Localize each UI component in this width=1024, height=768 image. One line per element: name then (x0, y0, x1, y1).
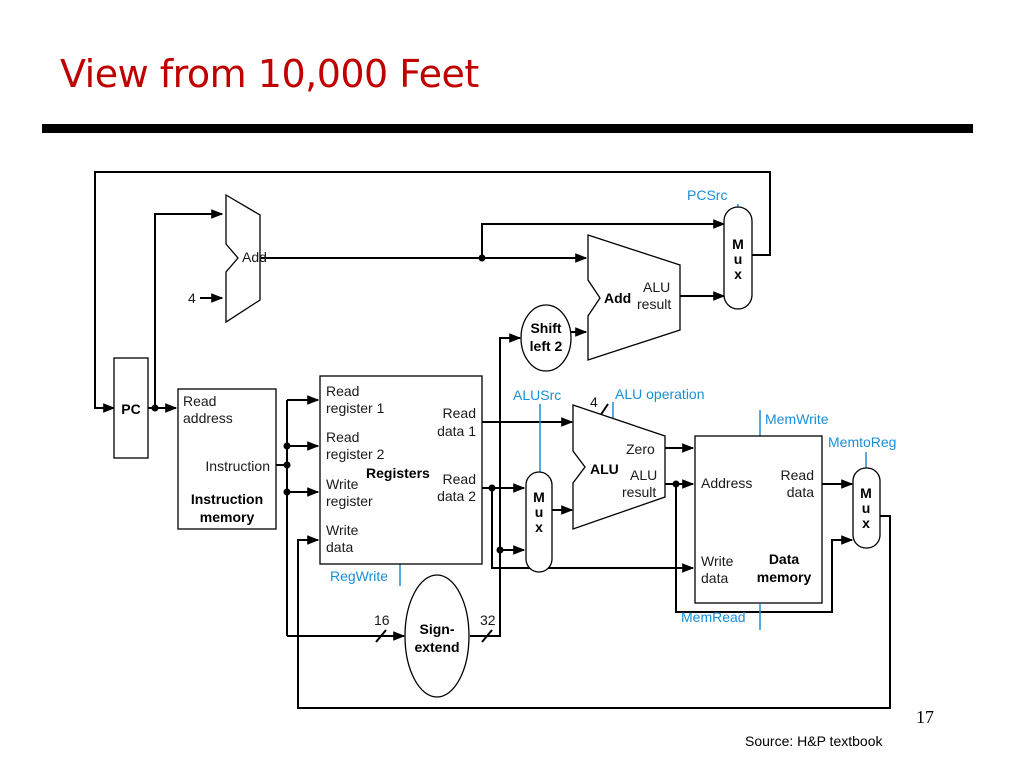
reg-name: Registers (366, 465, 430, 481)
sign-extend-in-width: 16 (374, 612, 390, 628)
alu: ALU Zero ALU result 4 (572, 394, 666, 530)
regwrite-label: RegWrite (330, 568, 388, 584)
reg-read-data2-2: data 2 (437, 488, 476, 504)
pc-adder-label: Add (242, 249, 267, 265)
alusrc-mux-letter-x: x (535, 519, 543, 535)
dmem-name-2: memory (757, 569, 812, 585)
reg-read-register2-1: Read (326, 429, 359, 445)
data-memory: Address Read data Write data Data memory (694, 435, 823, 604)
page-number: 17 (916, 707, 934, 727)
pc-block: PC (113, 357, 149, 459)
datapath-wires (94, 171, 891, 709)
control-labels: PCSrc ALUSrc ALU operation MemWrite Memt… (330, 187, 896, 625)
sign-extend-2: extend (414, 639, 459, 655)
memtoreg-mux-letter-u: u (862, 500, 871, 516)
alu-operation-label: ALU operation (615, 386, 705, 402)
reg-write-data-2: data (326, 539, 353, 555)
reg-read-register2-2: register 2 (326, 446, 385, 462)
memtoreg-mux-letter-m: M (860, 485, 872, 501)
slide-title: View from 10,000 Feet (60, 52, 479, 96)
control-lines (399, 204, 867, 630)
register-file: Read register 1 Read register 2 Write re… (319, 375, 483, 565)
imem-instruction: Instruction (205, 458, 270, 474)
reg-read-data1-2: data 1 (437, 423, 476, 439)
source-note: Source: H&P textbook (745, 733, 883, 749)
branch-adder: Add ALU result (587, 234, 681, 361)
shift-left-2: Shift left 2 (520, 304, 572, 372)
alu-result-1: ALU (630, 467, 657, 483)
dmem-write-data-2: data (701, 570, 728, 586)
imem-name-1: Instruction (191, 491, 263, 507)
reg-write-register-1: Write (326, 476, 359, 492)
alu-src-mux: M u x (525, 471, 553, 573)
reg-read-data2-1: Read (443, 471, 476, 487)
shift-left-1: Shift (530, 320, 561, 336)
memread-label: MemRead (681, 609, 746, 625)
memtoreg-label: MemtoReg (828, 434, 896, 450)
branch-adder-result-1: ALU (643, 279, 670, 295)
dmem-name-1: Data (769, 551, 800, 567)
pc-mux-letter-m: M (732, 236, 744, 252)
dmem-read-data-2: data (787, 484, 814, 500)
pc-label: PC (121, 401, 140, 417)
reg-write-data-1: Write (326, 522, 359, 538)
alu-result-2: result (622, 484, 656, 500)
branch-adder-result-2: result (637, 296, 671, 312)
sign-extend-1: Sign- (420, 621, 455, 637)
sign-extend: Sign- extend 16 32 (374, 574, 496, 698)
reg-read-data1-1: Read (443, 405, 476, 421)
pcsrc-label: PCSrc (687, 187, 727, 203)
dmem-read-data-1: Read (781, 467, 814, 483)
shift-left-2-label: left 2 (530, 338, 563, 354)
branch-adder-label: Add (604, 290, 631, 306)
alusrc-mux-letter-m: M (533, 489, 545, 505)
mem-to-reg-mux: M u x (852, 467, 881, 549)
imem-read-address-2: address (183, 410, 233, 426)
pc-adder-constant: 4 (188, 290, 196, 306)
alu-zero: Zero (626, 441, 655, 457)
memtoreg-mux-letter-x: x (862, 515, 870, 531)
reg-read-register1-2: register 1 (326, 400, 385, 416)
alusrc-mux-letter-u: u (535, 504, 544, 520)
reg-read-register1-1: Read (326, 383, 359, 399)
reg-write-register-2: register (326, 493, 373, 509)
pc-mux-letter-u: u (734, 251, 743, 267)
sign-extend-out-width: 32 (480, 612, 496, 628)
imem-read-address-1: Read (183, 393, 216, 409)
dmem-write-data-1: Write (701, 553, 734, 569)
title-rule (42, 124, 973, 133)
pc-mux-letter-x: x (734, 266, 742, 282)
alu-label: ALU (590, 461, 619, 477)
dmem-address: Address (701, 475, 752, 491)
imem-name-2: memory (200, 509, 255, 525)
alusrc-label: ALUSrc (513, 387, 561, 403)
pc-adder: Add 4 (188, 193, 267, 324)
instruction-memory: Read address Instruction Instruction mem… (177, 388, 277, 530)
memwrite-label: MemWrite (765, 411, 829, 427)
alu-op-width: 4 (590, 394, 598, 410)
pc-mux: M u x (723, 206, 753, 310)
